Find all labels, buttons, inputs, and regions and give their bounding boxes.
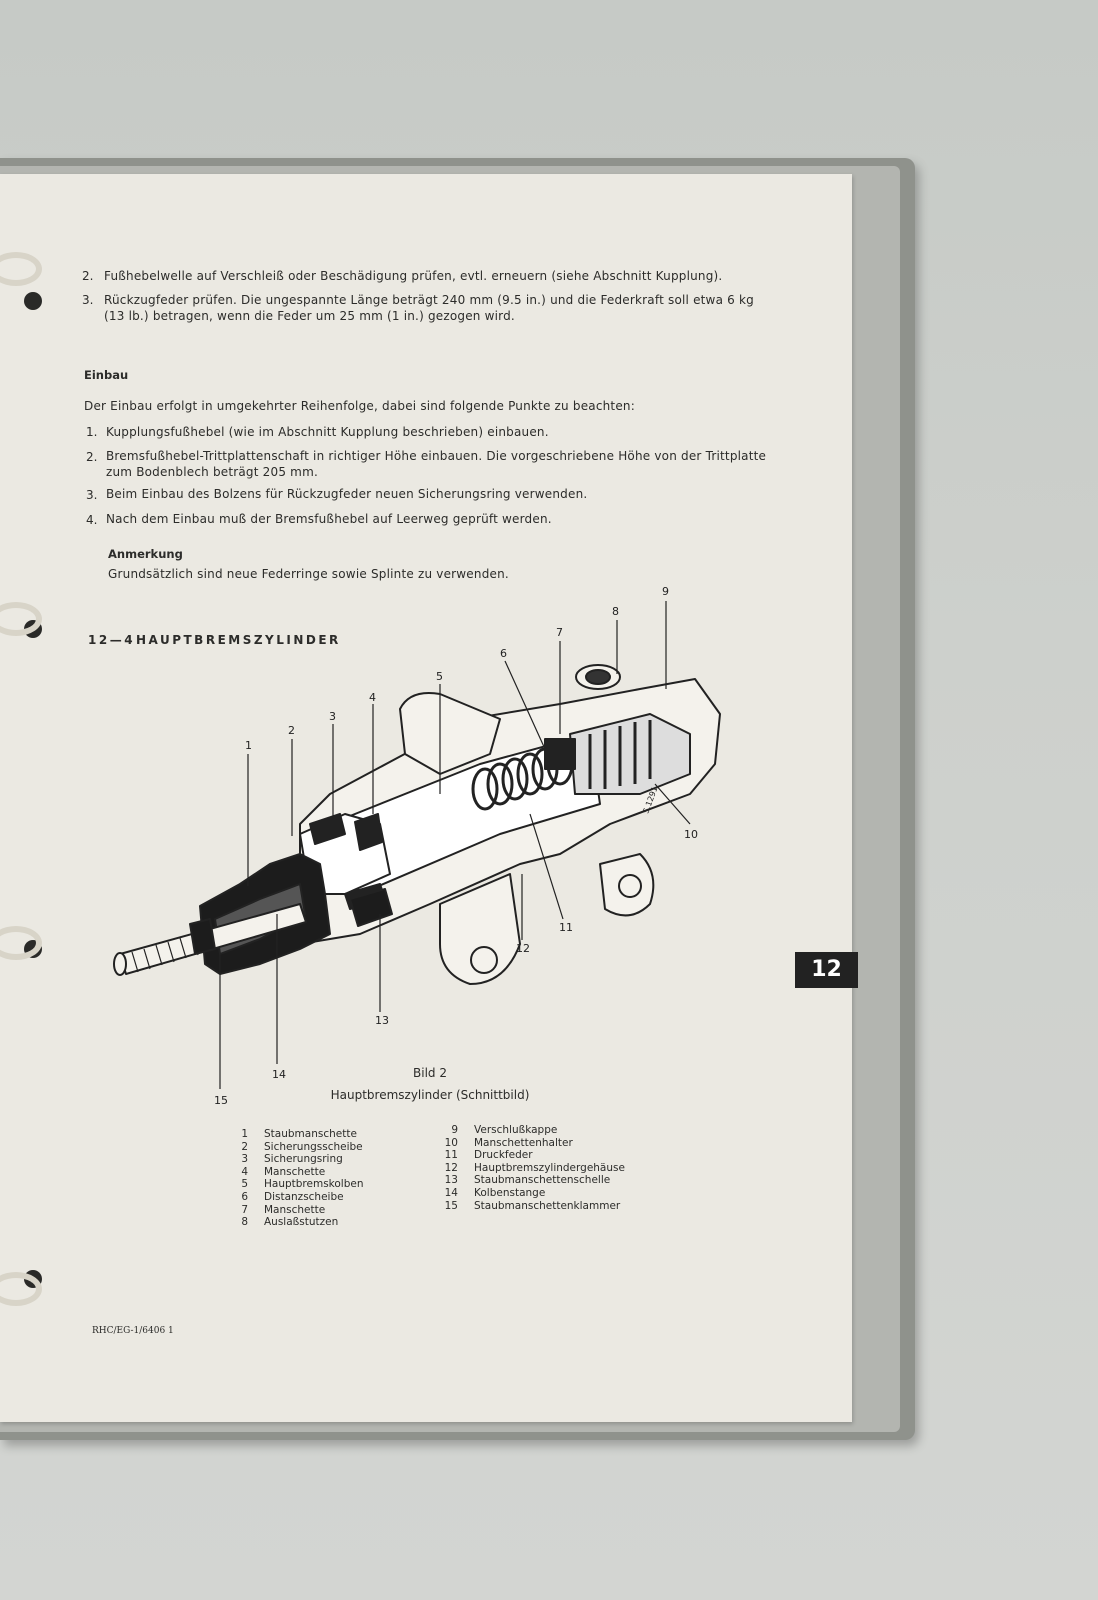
manual-page: 2. Fußhebelwelle auf Verschleiß oder Bes… [0,174,852,1422]
note-heading: Anmerkung [108,547,183,561]
section-title: HAUPTBREMSZYLINDER [136,633,341,647]
callout-4: 4 [369,691,376,704]
step-text-continued: zum Bodenblech beträgt 205 mm. [106,465,318,479]
document-code: RHC/EG-1/6406 1 [92,1326,174,1336]
callout-1: 1 [245,739,252,752]
figure-caption-title: Hauptbremszylinder (Schnittbild) [330,1088,530,1102]
callout-3: 3 [329,710,336,723]
binder-ring [0,252,42,286]
callout-15: 15 [214,1094,228,1107]
section-number: 12—4 [88,633,136,647]
step-text: Kupplungsfußhebel (wie im Abschnitt Kupp… [106,425,549,439]
binder-ring [0,926,42,960]
binder-ring [0,1272,42,1306]
note-text: Grundsätzlich sind neue Federringe sowie… [108,567,509,581]
step-text: Beim Einbau des Bolzens für Rückzugfeder… [106,487,588,501]
callout-6: 6 [500,647,507,660]
einbau-heading: Einbau [84,368,129,382]
callout-2: 2 [288,724,295,737]
step-text: Bremsfußhebel-Trittplattenschaft in rich… [106,449,767,463]
step-text: Nach dem Einbau muß der Bremsfußhebel au… [106,512,552,526]
step-text: Rückzugfeder prüfen. Die ungespannte Län… [104,293,754,307]
figure-caption-label: Bild 2 [413,1066,447,1080]
callout-11: 11 [559,921,573,934]
callout-7: 7 [556,626,563,639]
callout-14: 14 [272,1068,286,1081]
einbau-intro: Der Einbau erfolgt in umgekehrter Reihen… [84,399,635,413]
step-text: Fußhebelwelle auf Verschleiß oder Beschä… [104,269,723,283]
boot-clip [189,918,216,955]
callout-9: 9 [662,585,669,598]
step-number: 2. [86,450,98,464]
step-text-continued: (13 lb.) betragen, wenn die Feder um 25 … [104,309,515,323]
valve-assembly [569,713,691,795]
master-cylinder-drawing: 1 2 3 4 5 6 7 8 9 10 11 12 13 14 15 S.12… [113,585,721,1107]
callout-10: 10 [684,828,698,841]
callout-13: 13 [375,1014,389,1027]
step-number: 3. [82,293,94,307]
callout-8: 8 [612,605,619,618]
step-number: 1. [86,425,98,439]
callout-5: 5 [436,670,443,683]
punch-hole [24,292,42,310]
mounting-lug [439,873,521,985]
step-number: 3. [86,488,98,502]
binder-ring [0,602,42,636]
callout-12: 12 [516,942,530,955]
step-number: 2. [82,269,94,283]
section-tab: 12 [795,952,858,988]
step-number: 4. [86,513,98,527]
